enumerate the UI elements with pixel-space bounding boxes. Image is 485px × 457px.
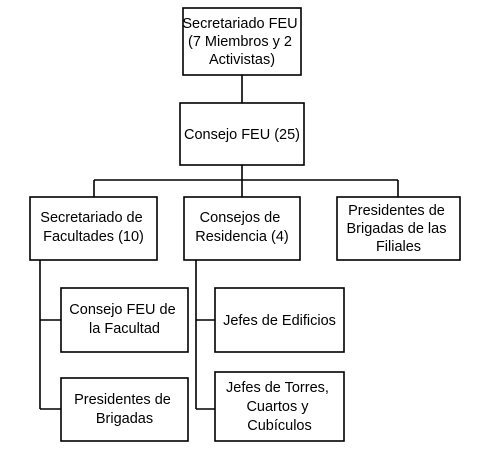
connectors	[39, 75, 399, 410]
node-consejos-residencia: Consejos de Residencia (4)	[183, 196, 301, 261]
node-label-line: Jefes de Torres,	[226, 380, 329, 396]
node-label-line: Secretariado FEU	[182, 16, 297, 32]
node-presidentes-brigadas: Presidentes de Brigadas	[60, 377, 189, 442]
node-label-line: Filiales	[376, 239, 421, 255]
node-label: Consejo FEU (25)	[184, 127, 300, 143]
node-box	[60, 287, 189, 353]
node-label-line: Presidentes de	[74, 392, 171, 408]
node-box	[214, 371, 345, 442]
node-label: Presidentes de Brigadas	[74, 392, 175, 427]
node-label-line: Consejo FEU de	[69, 302, 175, 318]
node-jefes-edificios: Jefes de Edificios	[214, 287, 345, 353]
node-box	[60, 377, 189, 442]
node-label-line: (7 Miembros y 2	[188, 34, 292, 50]
node-label-line: Brigadas	[96, 411, 153, 427]
node-label-line: Jefes de Edificios	[223, 313, 336, 329]
node-label-line: Facultades (10)	[43, 229, 144, 245]
node-label-line: Cuartos y	[246, 399, 309, 415]
node-jefes-torres: Jefes de Torres, Cuartos y Cubículos	[214, 371, 345, 442]
node-label: Presidentes de Brigadas de las Filiales	[347, 203, 451, 255]
node-label-line: la Facultad	[89, 321, 160, 337]
node-label-line: Brigadas de las	[347, 221, 447, 237]
node-box	[29, 196, 158, 261]
node-label-line: Consejo FEU (25)	[184, 127, 300, 143]
node-box	[182, 7, 302, 76]
node-label-line: Consejos de	[200, 210, 281, 226]
node-secretariado-facultades: Secretariado de Facultades (10)	[29, 196, 158, 261]
node-consejo-feu: Consejo FEU (25)	[179, 102, 305, 166]
node-presidentes-filiales: Presidentes de Brigadas de las Filiales	[336, 196, 461, 261]
node-box	[179, 102, 305, 166]
node-label-line: Secretariado de	[40, 210, 142, 226]
node-box	[183, 196, 301, 261]
node-label: Secretariado FEU (7 Miembros y 2 Activis…	[182, 16, 301, 68]
node-secretariado-feu: Secretariado FEU (7 Miembros y 2 Activis…	[182, 7, 302, 76]
node-label: Jefes de Torres, Cuartos y Cubículos	[226, 380, 333, 434]
node-box	[214, 287, 345, 353]
node-consejo-feu-facultad: Consejo FEU de la Facultad	[60, 287, 189, 353]
node-label-line: Activistas)	[209, 52, 275, 68]
node-label: Jefes de Edificios	[223, 313, 336, 329]
node-label-line: Presidentes de	[348, 203, 445, 219]
node-box	[336, 196, 461, 261]
node-label: Consejo FEU de la Facultad	[69, 302, 179, 337]
node-label: Consejos de Residencia (4)	[195, 210, 289, 245]
node-label-line: Residencia (4)	[195, 229, 289, 245]
node-label: Secretariado de Facultades (10)	[40, 210, 146, 245]
node-label-line: Cubículos	[247, 418, 311, 434]
